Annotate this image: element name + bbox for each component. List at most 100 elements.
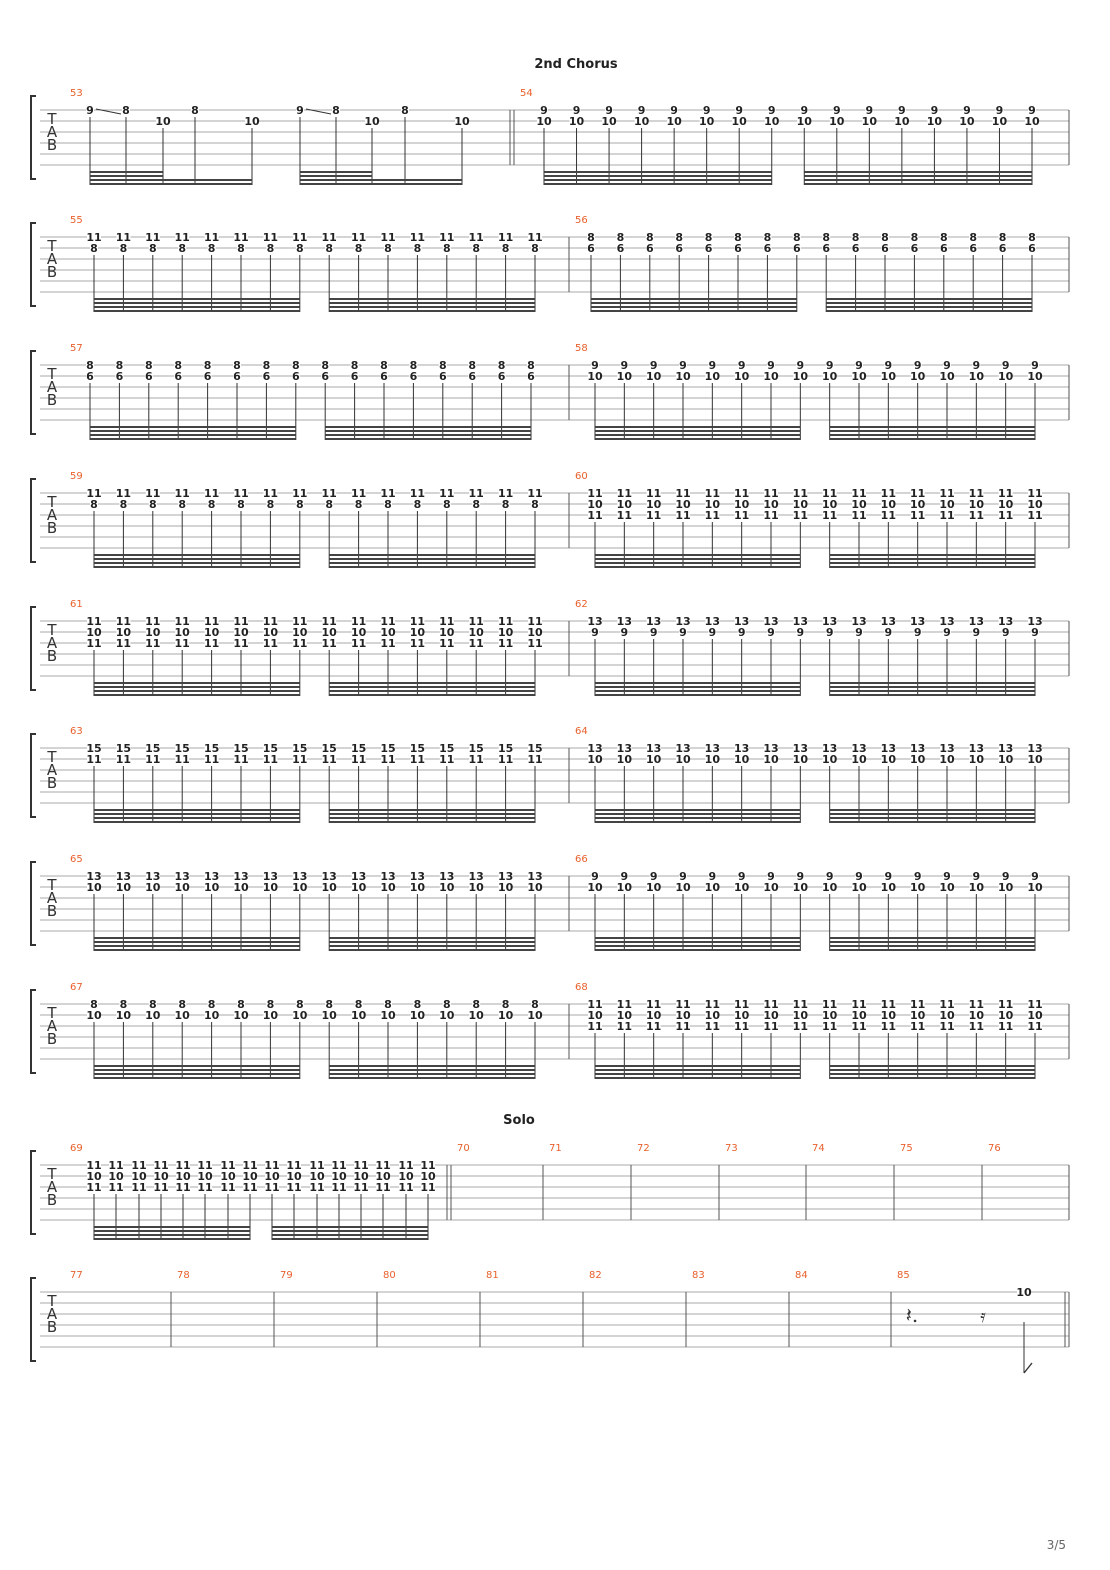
beam — [94, 1226, 250, 1228]
fret-number: 11 — [469, 637, 484, 650]
fret-background — [793, 370, 808, 381]
beam — [544, 179, 772, 181]
fret-background — [438, 370, 447, 381]
fret-number: 8 — [178, 498, 186, 511]
system-brace — [30, 350, 36, 435]
fret-background — [910, 998, 925, 1009]
fret-background — [381, 615, 395, 626]
fret-number: 9 — [797, 626, 805, 639]
measure-number: 67 — [70, 982, 83, 993]
fret-background — [198, 1181, 212, 1192]
fret-background — [617, 487, 632, 498]
fret-background — [469, 870, 484, 881]
tab-clef-letter: T — [46, 1165, 57, 1183]
fret-number: 9 — [709, 870, 717, 883]
fret-background — [969, 742, 984, 753]
fret-number: 11 — [86, 1159, 101, 1172]
fret-background — [410, 742, 425, 753]
fret-number: 11 — [998, 509, 1013, 522]
fret-background — [116, 870, 131, 881]
fret-background — [145, 753, 160, 764]
fret-background — [617, 498, 632, 509]
beam — [272, 1226, 428, 1228]
fret-number: 13 — [763, 615, 778, 628]
fret-number: 13 — [910, 742, 925, 755]
measure-number: 77 — [70, 1270, 83, 1281]
fret-background — [243, 1170, 257, 1181]
fret-background — [699, 115, 714, 126]
fret-number: 6 — [86, 370, 94, 383]
fret-number: 11 — [646, 998, 661, 1011]
fret-number: 11 — [322, 231, 337, 244]
measure-number: 55 — [70, 215, 83, 226]
fret-background — [354, 242, 363, 253]
fret-background — [822, 753, 837, 764]
fret-background — [87, 231, 101, 242]
beam — [829, 937, 1035, 939]
fret-number: 10 — [764, 115, 780, 128]
fret-number: 10 — [998, 753, 1014, 766]
fret-number: 11 — [380, 231, 395, 244]
fret-background — [910, 242, 919, 253]
fret-number: 11 — [410, 231, 425, 244]
measure-number: 65 — [70, 854, 83, 865]
fret-background — [822, 742, 837, 753]
fret-number: 11 — [939, 487, 954, 500]
fret-number: 10 — [822, 1009, 838, 1022]
fret-number: 10 — [881, 498, 897, 511]
fret-background — [204, 870, 219, 881]
fret-number: 11 — [233, 615, 248, 628]
fret-background — [679, 359, 687, 370]
fret-number: 9 — [1028, 104, 1036, 117]
fret-number: 9 — [709, 626, 717, 639]
beam — [595, 566, 801, 568]
fret-number: 13 — [851, 742, 866, 755]
section-title-solo: Solo — [503, 1113, 535, 1128]
fret-number: 10 — [959, 115, 975, 128]
fret-number: 11 — [108, 1159, 123, 1172]
fret-background — [351, 870, 366, 881]
fret-number: 8 — [296, 498, 304, 511]
fret-background — [793, 509, 808, 520]
fret-background — [263, 753, 278, 764]
fret-background — [145, 615, 160, 626]
beam — [829, 686, 1035, 688]
fret-number: 10 — [587, 498, 603, 511]
fret-background — [310, 1159, 324, 1170]
fret-background — [528, 753, 542, 764]
fret-number: 10 — [569, 115, 585, 128]
fret-number: 10 — [646, 1009, 662, 1022]
fret-background — [265, 1159, 279, 1170]
fret-number: 10 — [1027, 753, 1043, 766]
fret-background — [587, 231, 595, 242]
fret-background — [204, 626, 219, 637]
fret-background — [822, 498, 837, 509]
fret-background — [734, 1020, 749, 1031]
fret-number: 11 — [204, 231, 219, 244]
fret-number: 8 — [90, 242, 98, 255]
fret-background — [998, 509, 1013, 520]
fret-number: 10 — [705, 1009, 721, 1022]
fret-number: 10 — [666, 115, 682, 128]
fret-number: 10 — [675, 370, 691, 383]
system-brace — [30, 989, 36, 1074]
fret-background — [498, 742, 513, 753]
fret-background — [969, 881, 984, 892]
fret-background — [705, 487, 720, 498]
beam — [595, 817, 801, 819]
beam — [804, 179, 1032, 181]
beam — [94, 1234, 250, 1236]
beam — [829, 694, 1035, 696]
fret-number: 11 — [420, 1181, 435, 1194]
fret-background — [602, 115, 617, 126]
measure-number: 60 — [575, 471, 588, 482]
fret-number: 9 — [855, 626, 863, 639]
fret-number: 10 — [1027, 1009, 1043, 1022]
fret-background — [588, 498, 602, 509]
fret-number: 11 — [410, 487, 425, 500]
fret-number: 6 — [675, 242, 683, 255]
fret-background — [865, 104, 874, 115]
fret-background — [87, 742, 101, 753]
fret-background — [87, 615, 101, 626]
fret-background — [940, 615, 954, 626]
